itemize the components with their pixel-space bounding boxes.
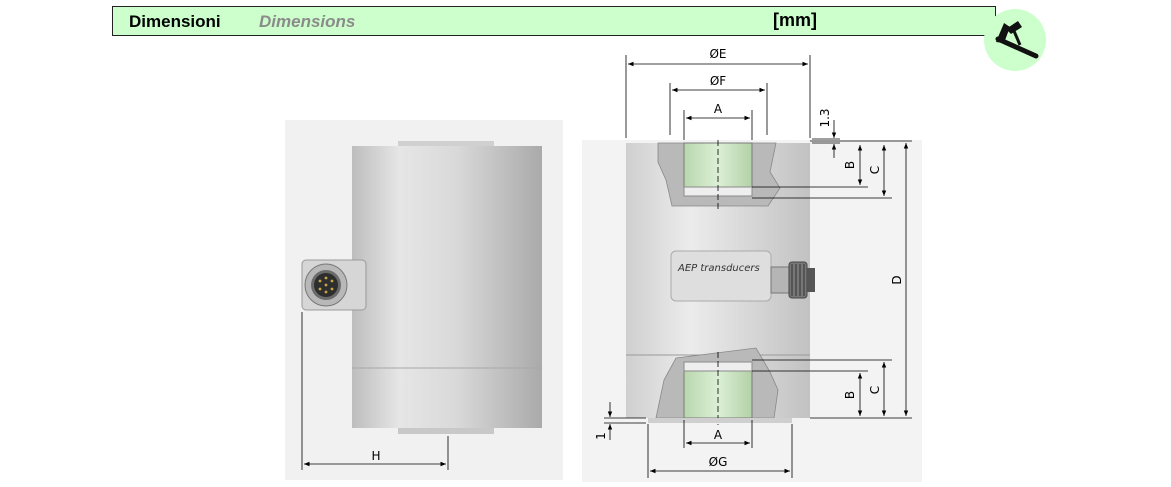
dim-d: D [890, 275, 904, 284]
dim-dia-g: ØG [709, 455, 728, 469]
side-view: H [285, 120, 563, 480]
brand-label: AEP transducers [677, 263, 760, 274]
title-italian: Dimensioni [129, 12, 221, 31]
title-english: Dimensions [259, 12, 356, 31]
connector-front [770, 261, 815, 299]
dim-b-top: B [843, 161, 857, 169]
dimensions-header-bar: Dimensioni Dimensions [mm] [112, 6, 996, 36]
caliper-icon [995, 21, 1039, 59]
dim-c-top: C [868, 166, 882, 174]
dim-dia-e: ØE [709, 47, 726, 61]
dim-b-bottom: B [843, 391, 857, 399]
caliper-badge [984, 9, 1046, 71]
dim-c-bottom: C [868, 386, 882, 394]
dim-a-bottom: A [714, 428, 723, 442]
dim-1-3: 1.3 [818, 108, 832, 127]
section-view: AEP transducers ØE ØF A 1. [582, 47, 922, 482]
dim-h: H [371, 449, 380, 463]
unit-label: [mm] [773, 10, 817, 30]
dim-1: 1 [594, 432, 608, 440]
dim-a-top: A [714, 102, 723, 116]
connector-side [301, 259, 367, 311]
dim-dia-f: ØF [710, 74, 726, 88]
